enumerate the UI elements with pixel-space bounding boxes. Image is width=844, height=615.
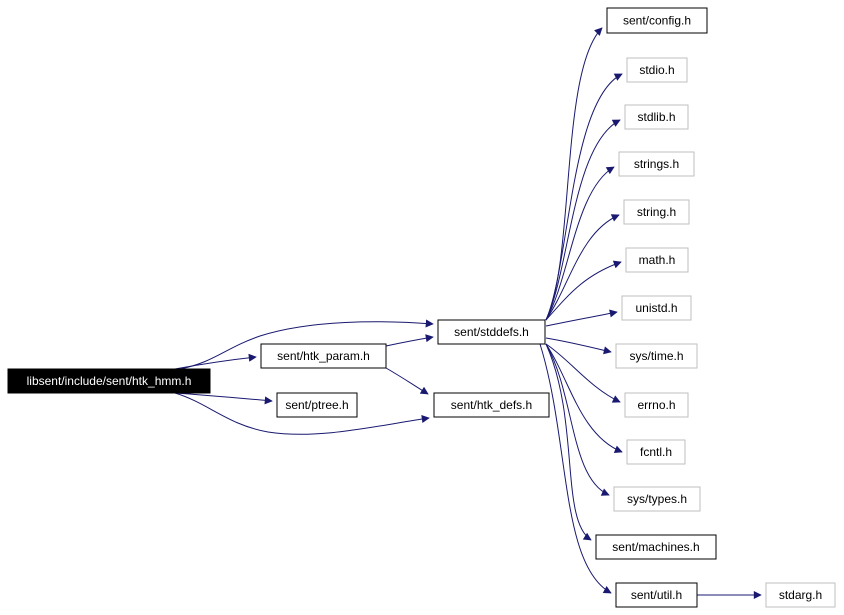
- node-box: [618, 151, 695, 177]
- node-label: sent/ptree.h: [285, 398, 348, 412]
- node-box: [623, 199, 690, 225]
- node-box: [624, 392, 689, 418]
- node-fcntl[interactable]: fcntl.h: [626, 439, 686, 465]
- edge-stddefs-to-machines: [545, 343, 592, 541]
- node-math[interactable]: math.h: [625, 247, 689, 273]
- edge-htk_param-to-stddefs: [385, 334, 434, 347]
- node-util[interactable]: sent/util.h: [615, 582, 698, 608]
- node-config[interactable]: sent/config.h: [606, 7, 708, 34]
- node-string[interactable]: string.h: [623, 199, 690, 225]
- node-box: [437, 319, 546, 345]
- node-label: libsent/include/sent/htk_hmm.h: [27, 374, 192, 388]
- edge-root-to-stddefs: [179, 319, 434, 370]
- node-stddefs[interactable]: sent/stddefs.h: [437, 319, 546, 345]
- node-box: [276, 392, 358, 418]
- node-box: [606, 7, 708, 34]
- edge-stddefs-to-string: [545, 214, 620, 321]
- node-label: sent/stddefs.h: [454, 325, 529, 339]
- node-box: [621, 295, 692, 321]
- node-box: [765, 582, 836, 608]
- edge-stddefs-to-stdlib: [545, 119, 621, 321]
- node-box: [7, 368, 211, 394]
- node-box: [625, 247, 689, 273]
- edge-stddefs-to-unistd: [545, 309, 618, 327]
- edge-root-to-htk_defs: [174, 392, 430, 435]
- node-box: [615, 582, 698, 608]
- edge-stddefs-to-systypes: [545, 343, 610, 496]
- node-strings[interactable]: strings.h: [618, 151, 695, 177]
- node-box: [260, 343, 387, 369]
- node-label: math.h: [639, 253, 676, 267]
- node-label: errno.h: [637, 398, 675, 412]
- node-label: stdlib.h: [637, 110, 675, 124]
- node-label: sent/htk_param.h: [277, 349, 370, 363]
- node-box: [595, 534, 717, 560]
- node-label: string.h: [637, 205, 676, 219]
- node-label: sent/util.h: [631, 588, 682, 602]
- edge-stddefs-to-stdio: [545, 73, 623, 321]
- node-box: [433, 392, 550, 418]
- node-box: [613, 486, 701, 512]
- node-label: sys/time.h: [629, 349, 683, 363]
- node-label: stdarg.h: [779, 588, 822, 602]
- node-ptree[interactable]: sent/ptree.h: [276, 392, 358, 418]
- edge-stddefs-to-errno: [545, 343, 621, 403]
- node-box: [626, 57, 688, 83]
- node-root: libsent/include/sent/htk_hmm.h: [7, 368, 211, 394]
- node-label: fcntl.h: [640, 445, 672, 459]
- node-machines[interactable]: sent/machines.h: [595, 534, 717, 560]
- edge-root-to-ptree: [174, 392, 273, 405]
- edge-stddefs-to-math: [545, 260, 622, 321]
- edge-stddefs-to-util: [539, 343, 612, 594]
- node-label: stdio.h: [639, 63, 674, 77]
- node-systypes[interactable]: sys/types.h: [613, 486, 701, 512]
- node-label: sent/htk_defs.h: [451, 398, 532, 412]
- node-stdlib[interactable]: stdlib.h: [624, 104, 689, 130]
- node-label: sent/config.h: [623, 14, 691, 28]
- edge-stddefs-to-systime: [545, 337, 612, 355]
- node-systime[interactable]: sys/time.h: [615, 343, 698, 369]
- edge-stddefs-to-strings: [545, 166, 615, 321]
- edge-htk_param-to-htk_defs: [385, 367, 429, 395]
- node-unistd[interactable]: unistd.h: [621, 295, 692, 321]
- node-box: [626, 439, 686, 465]
- edge-stddefs-to-config: [545, 27, 603, 321]
- edges: [174, 27, 762, 599]
- edge-stddefs-to-fcntl: [545, 343, 623, 453]
- node-label: sent/machines.h: [612, 540, 699, 554]
- node-label: sys/types.h: [627, 492, 687, 506]
- edge-root-to-htk_param: [174, 353, 257, 370]
- node-errno[interactable]: errno.h: [624, 392, 689, 418]
- node-stdarg[interactable]: stdarg.h: [765, 582, 836, 608]
- node-stdio[interactable]: stdio.h: [626, 57, 688, 83]
- node-box: [624, 104, 689, 130]
- node-htk_defs[interactable]: sent/htk_defs.h: [433, 392, 550, 418]
- node-label: unistd.h: [635, 301, 677, 315]
- node-box: [615, 343, 698, 369]
- nodes: libsent/include/sent/htk_hmm.h sent/htk_p…: [7, 7, 836, 608]
- node-htk_param[interactable]: sent/htk_param.h: [260, 343, 387, 369]
- node-label: strings.h: [634, 157, 679, 171]
